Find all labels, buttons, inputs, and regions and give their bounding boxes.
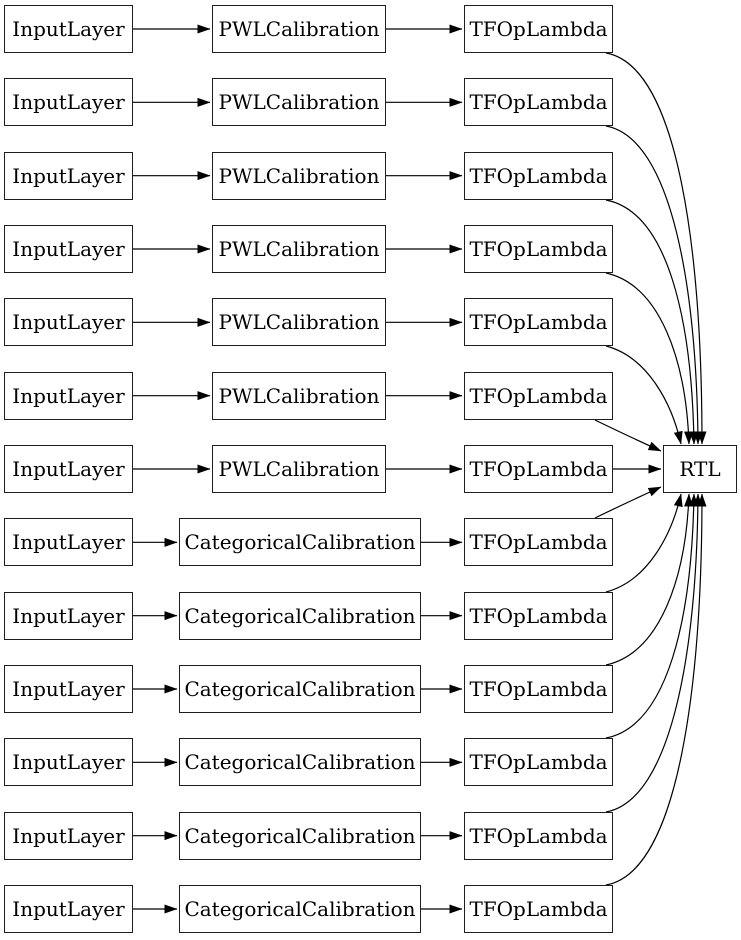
input-layer-node: InputLayer xyxy=(4,225,133,273)
tf-op-lambda-node: TFOpLambda xyxy=(464,371,613,420)
tf-op-lambda-node: TFOpLambda xyxy=(464,885,613,933)
tf-op-lambda-node: TFOpLambda xyxy=(464,811,613,860)
categorical-calibration-node: CategoricalCalibration xyxy=(179,885,421,933)
rtl-node: RTL xyxy=(663,445,737,493)
tf-op-lambda-node: TFOpLambda xyxy=(464,591,613,640)
input-layer-node: InputLayer xyxy=(4,151,133,200)
tf-op-lambda-node: TFOpLambda xyxy=(464,518,613,567)
pwl-calibration-node: PWLCalibration xyxy=(212,298,386,347)
pwl-calibration-node: PWLCalibration xyxy=(212,225,386,273)
edge-lambda-to-rtl-12 xyxy=(605,493,703,813)
tf-op-lambda-node: TFOpLambda xyxy=(464,225,613,273)
categorical-calibration-node: CategoricalCalibration xyxy=(179,811,421,860)
input-layer-node: InputLayer xyxy=(4,371,133,420)
input-layer-node: InputLayer xyxy=(4,518,133,567)
input-layer-node: InputLayer xyxy=(4,445,133,493)
edge-lambda-to-rtl-6 xyxy=(594,419,662,452)
input-layer-node: InputLayer xyxy=(4,665,133,713)
categorical-calibration-node: CategoricalCalibration xyxy=(179,518,421,567)
edge-lambda-to-rtl-8 xyxy=(594,486,662,519)
tf-op-lambda-node: TFOpLambda xyxy=(464,151,613,200)
input-layer-node: InputLayer xyxy=(4,5,133,53)
pwl-calibration-node: PWLCalibration xyxy=(212,151,386,200)
input-layer-node: InputLayer xyxy=(4,738,133,787)
tf-op-lambda-node: TFOpLambda xyxy=(464,445,613,493)
edge-lambda-to-rtl-1 xyxy=(605,52,707,445)
tf-op-lambda-node: TFOpLambda xyxy=(464,738,613,787)
edge-lambda-to-rtl-3 xyxy=(605,199,699,445)
pwl-calibration-node: PWLCalibration xyxy=(212,371,386,420)
pwl-calibration-node: PWLCalibration xyxy=(212,5,386,53)
input-layer-node: InputLayer xyxy=(4,298,133,347)
tf-op-lambda-node: TFOpLambda xyxy=(464,665,613,713)
input-layer-node: InputLayer xyxy=(4,811,133,860)
tf-op-lambda-node: TFOpLambda xyxy=(464,298,613,347)
input-layer-node: InputLayer xyxy=(4,885,133,933)
input-layer-node: InputLayer xyxy=(4,78,133,127)
tf-op-lambda-node: TFOpLambda xyxy=(464,78,613,127)
tf-op-lambda-node: TFOpLambda xyxy=(464,5,613,53)
categorical-calibration-node: CategoricalCalibration xyxy=(179,738,421,787)
edge-lambda-to-rtl-5 xyxy=(605,345,683,445)
categorical-calibration-node: CategoricalCalibration xyxy=(179,591,421,640)
pwl-calibration-node: PWLCalibration xyxy=(212,445,386,493)
input-layer-node: InputLayer xyxy=(4,591,133,640)
edge-lambda-to-rtl-2 xyxy=(605,125,703,445)
edge-lambda-to-rtl-11 xyxy=(605,493,699,739)
categorical-calibration-node: CategoricalCalibration xyxy=(179,665,421,713)
edge-lambda-to-rtl-9 xyxy=(605,493,683,593)
pwl-calibration-node: PWLCalibration xyxy=(212,78,386,127)
edge-lambda-to-rtl-10 xyxy=(605,493,694,666)
edge-lambda-to-rtl-13 xyxy=(605,493,707,886)
edge-lambda-to-rtl-4 xyxy=(605,272,694,445)
